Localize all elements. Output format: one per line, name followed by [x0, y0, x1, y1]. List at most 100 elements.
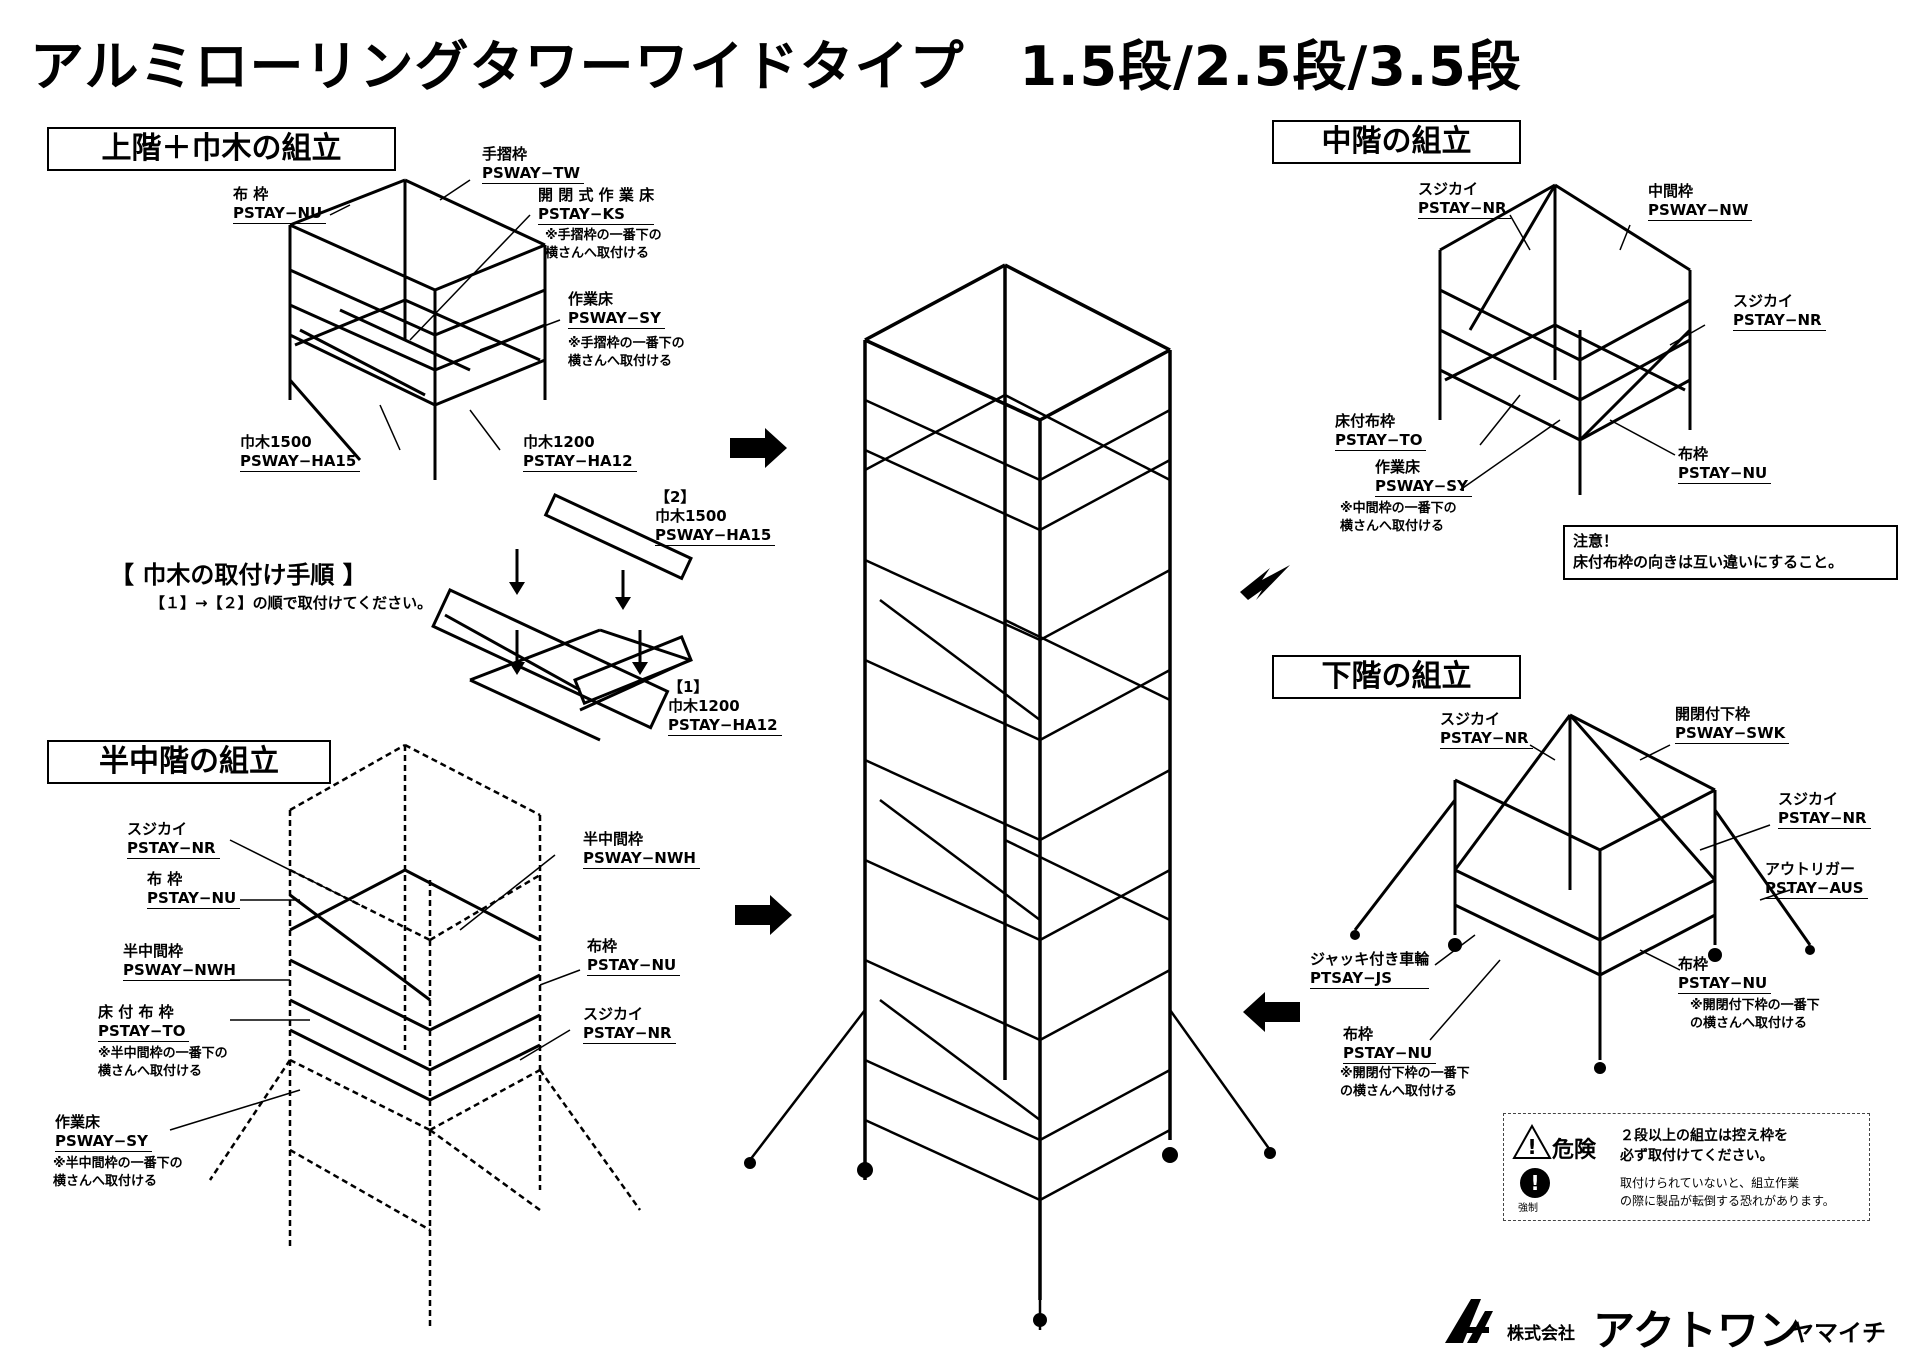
label-name: 作業床 [568, 290, 614, 308]
note-line: 横さんへ取付ける [53, 1174, 158, 1189]
label-code: PSTAY−TO [1335, 431, 1427, 451]
label-upper-nunowaku: 布 枠 PSTAY−NU [233, 185, 327, 224]
arrow-right-upper [730, 428, 787, 468]
label-lower-outrigger: アウトリガー PSTAY−AUS [1765, 860, 1868, 899]
lower-stage-drawing [1353, 713, 1812, 1060]
label-upper-tesuri: 手摺枠 PSWAY−TW [482, 145, 585, 184]
label-name: スジカイ [1440, 710, 1501, 728]
note-line: ※半中間枠の一番下の [98, 1046, 228, 1061]
section-lower-title: 下階の組立 [1272, 655, 1521, 699]
label-code: PSWAY−NWH [123, 961, 240, 981]
note-half-yukatsuke: ※半中間枠の一番下の 横さんへ取付ける [98, 1045, 228, 1081]
label-name: 作業床 [1375, 458, 1421, 476]
label-lower-sujikai1: スジカイ PSTAY−NR [1440, 710, 1533, 749]
label-half-sujikai2: スジカイ PSTAY−NR [583, 1005, 676, 1044]
label-lower-nuno1: 布枠 PSTAY−NU [1678, 955, 1772, 994]
label-name: 巾木1500 [240, 433, 312, 451]
label-name: スジカイ [583, 1005, 644, 1023]
label-name: 巾木1200 [523, 433, 595, 451]
danger-main-line: 必ず取付けてください。 [1620, 1148, 1774, 1164]
mandatory-action-icon: ! [1520, 1168, 1550, 1198]
caution-text: 床付布枠の向きは互い違いにすること。 [1573, 553, 1844, 571]
label-name: ジャッキ付き車輪 [1310, 950, 1430, 968]
trim-procedure-drawing [431, 493, 693, 742]
label-name: スジカイ [127, 820, 188, 838]
label-lower-nuno2: 布枠 PSTAY−NU [1343, 1025, 1437, 1064]
half-stage-solid [289, 868, 541, 1102]
note-line: ※手摺枠の一番下の [545, 228, 662, 243]
label-code: PSWAY−HA15 [240, 452, 361, 472]
note-line: 横さんへ取付ける [545, 246, 650, 261]
danger-word: 危険 [1552, 1138, 1597, 1163]
central-tower-rungs [749, 393, 1272, 1330]
upper-stage-drawing [288, 178, 547, 480]
label-middle-chukan: 中間枠 PSWAY−NW [1648, 182, 1753, 221]
half-leader-lines [169, 839, 581, 1131]
label-name: スジカイ [1418, 180, 1479, 198]
label-name: 巾木1200 [668, 697, 740, 715]
label-name: 布 枠 [147, 870, 183, 888]
label-name: 開 閉 式 作 業 床 [538, 186, 655, 204]
procedure-title: 【 巾木の取付け手順 】 [110, 561, 367, 589]
procedure-description: 【１】→【２】の順で取付けてください。 [150, 594, 433, 612]
company-type: 株式会社 [1507, 1324, 1575, 1344]
label-code: PSWAY−SWK [1675, 724, 1790, 744]
label-code: PSTAY−HA12 [523, 452, 637, 472]
label-name: 布 枠 [233, 185, 269, 203]
note-line: 横さんへ取付ける [568, 354, 673, 369]
company-mark-icon [1445, 1299, 1493, 1343]
label-middle-sagyo: 作業床 PSWAY−SY [1375, 458, 1472, 497]
section-upper-title: 上階＋巾木の組立 [47, 127, 396, 171]
arrow-right-lower [735, 895, 792, 935]
label-half-sagyo: 作業床 PSWAY−SY [55, 1113, 152, 1152]
label-name: 半中間枠 [123, 942, 184, 960]
warning-triangle-icon: ! [1512, 1124, 1552, 1159]
note-upper-sagyo: ※手摺枠の一番下の 横さんへ取付ける [568, 335, 685, 371]
label-name: 巾木1500 [655, 507, 727, 525]
label-code: PSTAY−HA12 [668, 716, 782, 736]
danger-main-line: ２段以上の組立は控え枠を [1620, 1128, 1788, 1144]
label-code: PSTAY−NR [1733, 311, 1826, 331]
label-code: PSTAY−TO [98, 1022, 190, 1042]
label-code: PSTAY−NU [1678, 464, 1772, 484]
page-title: アルミローリングタワーワイドタイプ 1.5段/2.5段/3.5段 [30, 35, 1522, 98]
upper-leader-lines [329, 179, 561, 451]
label-name: 布枠 [1678, 445, 1709, 463]
label-code: PSTAY−AUS [1765, 879, 1868, 899]
lower-wheels [1350, 930, 1815, 1074]
label-upper-haba1200: 巾木1200 PSTAY−HA12 [523, 433, 637, 472]
label-code: PSTAY−NR [127, 839, 220, 859]
tower-wheels [744, 1147, 1276, 1327]
label-name: 開閉付下枠 [1675, 705, 1751, 723]
note-lower-nuno1: ※開閉付下枠の一番下 の横さんへ取付ける [1690, 997, 1820, 1033]
label-middle-sujikai2: スジカイ PSTAY−NR [1733, 292, 1826, 331]
label-name: スジカイ [1778, 790, 1839, 808]
svg-text:!: ! [1530, 1171, 1539, 1195]
label-name: 床付布枠 [1335, 412, 1396, 430]
label-code: PSWAY−SY [568, 309, 665, 329]
label-name: 作業床 [55, 1113, 101, 1131]
half-stage-drawing [208, 743, 642, 1330]
label-step1: 【1】 巾木1200 PSTAY−HA12 [668, 678, 782, 736]
label-code: PSWAY−HA15 [655, 526, 776, 546]
arrow-left-upper [1240, 565, 1290, 600]
label-lower-jack: ジャッキ付き車輪 PTSAY−JS [1310, 950, 1430, 989]
label-name: 床 付 布 枠 [98, 1003, 174, 1021]
arrow-left-lower [1243, 992, 1300, 1032]
label-code: PSTAY−NU [587, 956, 681, 976]
note-line: の横さんへ取付ける [1340, 1084, 1458, 1099]
danger-sub-text: 取付けられていないと、組立作業 の際に製品が転倒する恐れがあります。 [1620, 1174, 1835, 1210]
lower-leader-lines [1429, 744, 1791, 1041]
step-number: 【1】 [668, 678, 709, 696]
label-code: PSTAY−NU [1343, 1044, 1437, 1064]
label-code: PSWAY−TW [482, 164, 585, 184]
note-line: ※手摺枠の一番下の [568, 336, 685, 351]
label-name: 半中間枠 [583, 830, 644, 848]
company-subname: ヤマイチ [1790, 1319, 1886, 1347]
middle-leader-lines [1459, 214, 1706, 491]
label-code: PSWAY−NW [1648, 201, 1753, 221]
company-logo: 株式会社 アクトワン ヤマイチ [1445, 1295, 1905, 1355]
label-code: PSTAY−NU [1678, 974, 1772, 994]
label-half-hanchukan1: 半中間枠 PSWAY−NWH [583, 830, 700, 869]
